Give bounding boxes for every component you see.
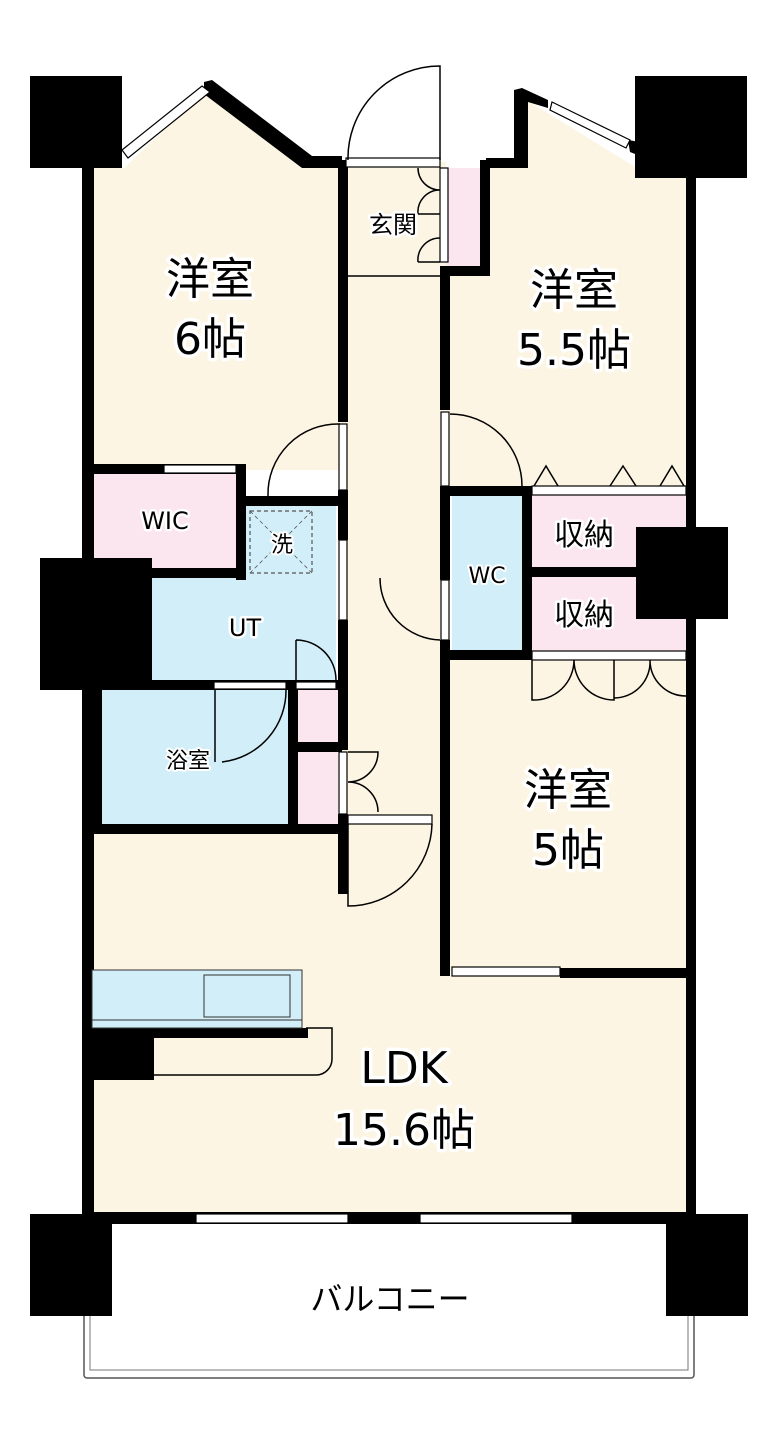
room-western-5-size: 5帖: [532, 825, 604, 876]
wall-top-left-angled: [204, 80, 342, 168]
shoe-cabinet-doors[interactable]: [417, 167, 449, 263]
front-door[interactable]: [345, 65, 441, 168]
wall-shoe-storage-right: [480, 160, 490, 272]
pillars: [30, 76, 748, 1316]
wall-room5-bottom: [560, 968, 692, 978]
utility-sliding-door[interactable]: [338, 539, 348, 621]
wall-right-exterior: [686, 170, 696, 1222]
balcony-railing-inner: [89, 1219, 689, 1371]
balcony: [83, 1219, 695, 1379]
closet-doors-storage-1[interactable]: [531, 464, 687, 496]
washer-label: 洗: [271, 533, 293, 558]
closet-doors-storage-2[interactable]: [531, 650, 687, 701]
linen-storage-1-floor: [296, 688, 338, 742]
wall-corridor-right-mid: [440, 486, 450, 580]
kitchen-sink: [203, 974, 291, 1018]
storage-2-label: 収納: [554, 598, 614, 633]
bathroom-label: 浴室: [166, 749, 210, 774]
wall-storage-divider: [292, 742, 342, 752]
window-room6-angled: [121, 85, 211, 159]
wall-bath-bottom: [92, 824, 348, 834]
pillar-right-middle: [636, 527, 728, 619]
wall-wc-top: [440, 486, 532, 496]
room-western-6-floor: [92, 88, 342, 470]
pillar-left-middle: [40, 558, 152, 690]
room-western-6-size: 6帖: [174, 314, 246, 365]
balcony-label: バルコニー: [310, 1280, 469, 1318]
window-wic: [163, 464, 237, 474]
wic-floor: [92, 470, 238, 572]
linen-storage-2-floor: [296, 752, 338, 824]
room-western-5-5-name: 洋室: [530, 265, 618, 316]
window-room5-bottom: [451, 966, 561, 977]
wall-wc-bottom: [440, 650, 532, 660]
ldk-door[interactable]: [347, 814, 433, 907]
wall-ut-top: [236, 496, 342, 506]
wall-ldk-bottom: [82, 1212, 696, 1224]
corridor-floor: [342, 162, 446, 822]
wall-storage-middle: [532, 567, 642, 577]
room-western-5-name: 洋室: [524, 765, 612, 816]
wall-bath-right: [288, 680, 298, 830]
ldk-size: 15.6帖: [333, 1105, 475, 1156]
wall-left-exterior: [82, 160, 94, 1222]
linen-storage-doors[interactable]: [338, 751, 379, 815]
wall-shoe-storage-bottom: [440, 266, 490, 276]
pillar-top-right: [635, 76, 747, 178]
wall-corridor-left-upper: [338, 160, 348, 422]
utility-floor: [152, 505, 336, 682]
windows: [121, 85, 631, 1224]
wall-corridor-left-mid: [338, 490, 348, 540]
window-room55-angled: [549, 101, 631, 149]
wic-label: WIC: [141, 507, 189, 535]
bathroom-door[interactable]: [213, 681, 287, 763]
doors: [213, 65, 687, 907]
window-ldk-2: [419, 1213, 573, 1224]
wall-corridor-left-bottom: [338, 814, 348, 894]
wall-corridor-left-lower: [338, 620, 348, 750]
ldk-name: LDK: [360, 1043, 448, 1094]
pillar-kitchen: [92, 1032, 154, 1080]
wall-wic-right: [236, 464, 246, 580]
kitchen-counter: [91, 969, 333, 1076]
room-western-5-floor: [446, 651, 690, 971]
bathroom-floor: [102, 688, 290, 824]
entrance-label: 玄関: [369, 211, 417, 239]
room6-door[interactable]: [267, 423, 348, 497]
wall-bath-left: [92, 680, 102, 830]
room-western-5-5-floor: [446, 96, 690, 490]
room-western-6-name: 洋室: [166, 254, 254, 305]
washer-space: [249, 510, 313, 574]
wall-wc-right: [522, 486, 532, 660]
kitchen-bar-counter: [154, 1027, 333, 1076]
wall-wic-bottom: [152, 568, 244, 578]
wall-corridor-right-upper: [440, 266, 450, 410]
window-ldk-1: [195, 1213, 349, 1224]
room55-door[interactable]: [440, 411, 523, 487]
toilet-label: WC: [468, 564, 505, 589]
pillar-bottom-left: [30, 1214, 112, 1316]
room-western-5-5-size: 5.5帖: [517, 325, 631, 376]
pillar-bottom-right: [666, 1214, 748, 1316]
pillar-top-left: [30, 76, 122, 168]
toilet-floor: [452, 495, 524, 651]
room-labels: 洋室 6帖 洋室 5.5帖 洋室 5帖 LDK 15.6帖 玄関 WIC 洗 U…: [139, 209, 635, 1319]
utility-inner-door[interactable]: [295, 639, 337, 690]
shoe-storage-floor: [446, 168, 482, 272]
wall-kitchen: [92, 1028, 308, 1038]
storage-1-label: 収納: [554, 518, 614, 553]
wall-corridor-right-lower: [440, 640, 450, 976]
utility-label: UT: [229, 614, 262, 642]
wall-top-right: [486, 88, 548, 168]
toilet-door[interactable]: [379, 577, 450, 641]
ldk-floor: [92, 822, 690, 1218]
floor-fills: [92, 88, 690, 1218]
